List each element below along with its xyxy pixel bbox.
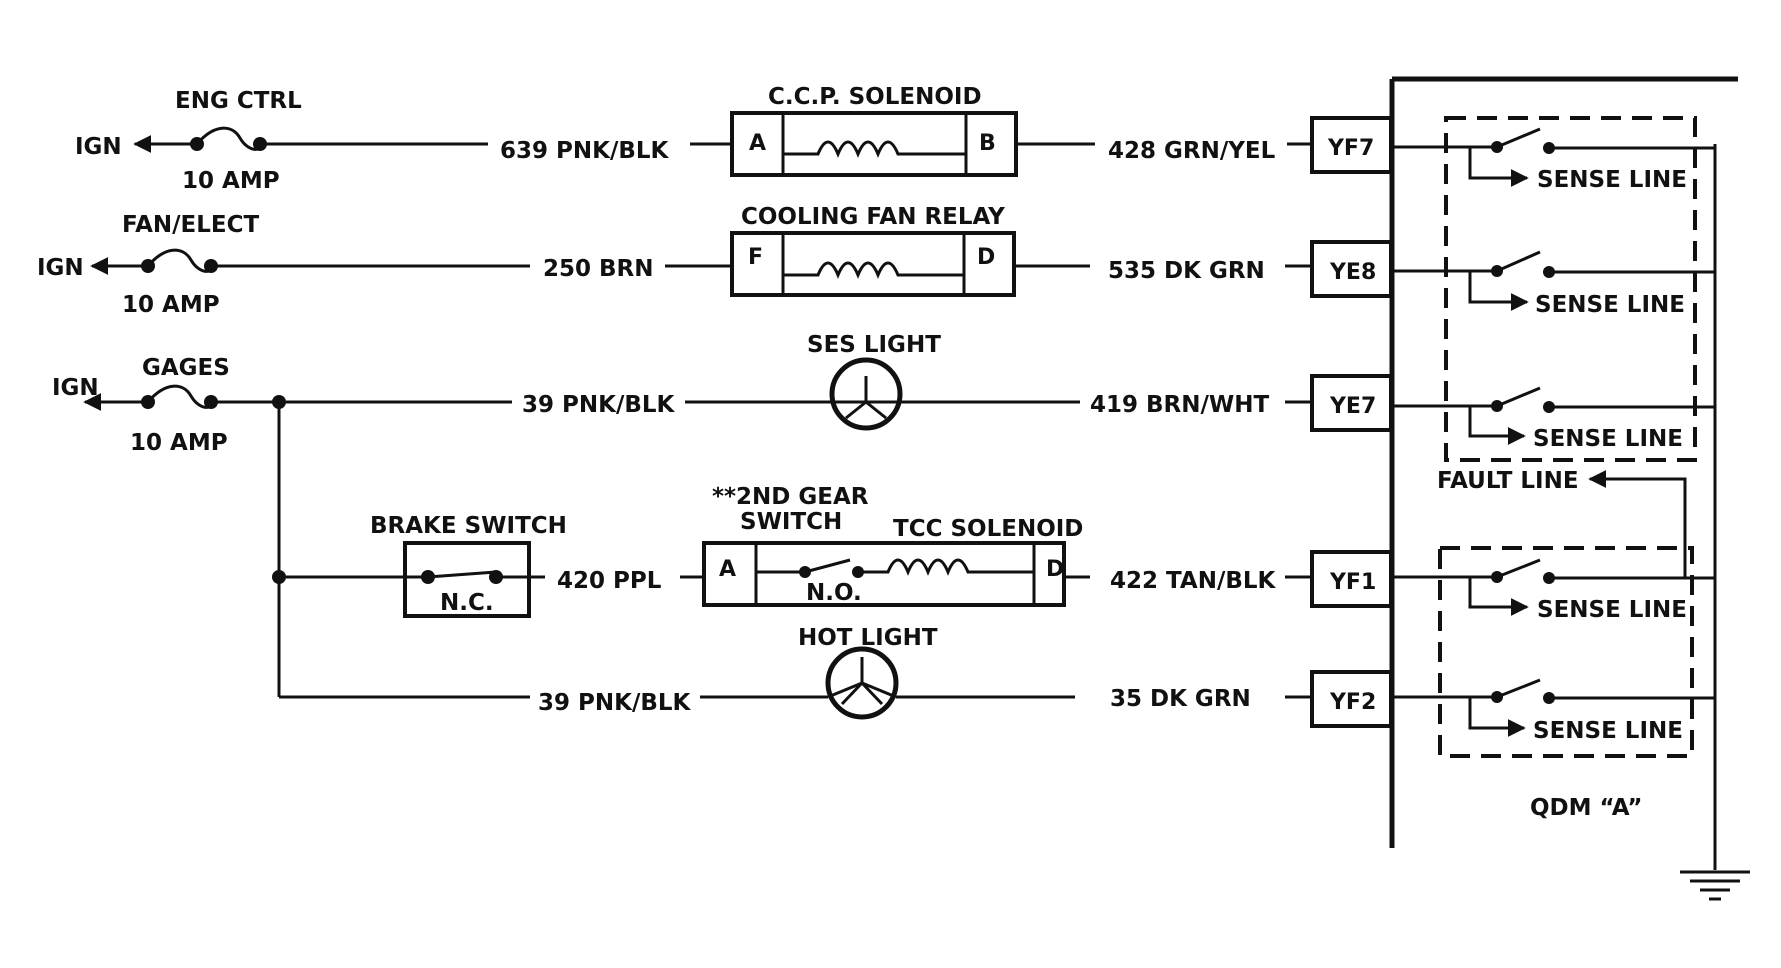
terminal-ye7: [1310, 374, 1393, 432]
wire-label: 419 BRN/WHT: [1090, 392, 1270, 418]
switch-icon: [1496, 678, 1541, 699]
pin-d: D: [977, 245, 995, 270]
fault-line-arrow: [1588, 470, 1687, 577]
sense-line-row: SENSE LINE: [1392, 558, 1715, 623]
sense-line-label: SENSE LINE: [1535, 292, 1685, 318]
wire-label: 420 PPL: [557, 568, 662, 594]
fuse-rating: 10 AMP: [182, 168, 280, 194]
switch-label: BRAKE SWITCH: [370, 513, 567, 539]
ign-source-label: IGN: [37, 255, 84, 281]
coil-icon: [858, 558, 1034, 576]
terminal-label: YF2: [1329, 690, 1376, 715]
terminal-label: YF1: [1329, 570, 1376, 595]
pin-f: F: [748, 245, 763, 270]
wire-label: 39 PNK/BLK: [538, 690, 692, 716]
component-label: HOT LIGHT: [798, 625, 938, 651]
sense-line-label: SENSE LINE: [1537, 597, 1687, 623]
filament-icon: [827, 657, 897, 706]
gear-switch-state: N.O.: [806, 580, 862, 606]
circuit-eng-ctrl: IGN ENG CTRL 10 AMP 639 PNK/BLK A B C.C.…: [75, 84, 1393, 194]
switch-state: N.C.: [440, 590, 494, 616]
circuit-brake: N.C. BRAKE SWITCH 420 PPL A D N.O. **2ND…: [272, 484, 1393, 618]
sense-line-row: SENSE LINE: [1392, 127, 1715, 193]
qdm-module-label: QDM “A”: [1530, 795, 1643, 821]
gear-switch-label-2: SWITCH: [740, 509, 842, 535]
component-label: TCC SOLENOID: [893, 516, 1083, 542]
terminal-yf1: [1310, 550, 1393, 608]
switch-icon: [1496, 558, 1541, 579]
terminal-label: YE8: [1329, 260, 1376, 285]
filament-icon: [832, 376, 900, 420]
switch-icon: [1496, 386, 1541, 408]
wire-label: 428 GRN/YEL: [1108, 138, 1276, 164]
sense-line-label: SENSE LINE: [1537, 167, 1687, 193]
component-label: COOLING FAN RELAY: [741, 204, 1005, 230]
pin-a: A: [749, 131, 766, 156]
switch-icon: [1496, 250, 1541, 273]
fuse-gages-icon: [146, 384, 213, 409]
fuse-name: ENG CTRL: [175, 88, 302, 114]
sense-line-label: SENSE LINE: [1533, 718, 1683, 744]
wire-label: 39 PNK/BLK: [522, 392, 676, 418]
fuse-rating: 10 AMP: [130, 430, 228, 456]
terminal-label: YF7: [1327, 136, 1374, 161]
sense-line-row: SENSE LINE: [1392, 678, 1715, 744]
nc-contact-icon: [427, 570, 497, 579]
fuse-fan-elect-icon: [146, 248, 213, 273]
wire-label: 35 DK GRN: [1110, 686, 1251, 712]
fault-line-label: FAULT LINE: [1437, 468, 1579, 494]
wire-label: 639 PNK/BLK: [500, 138, 670, 164]
component-label: SES LIGHT: [807, 332, 941, 358]
no-contact-icon: [804, 558, 851, 574]
ign-source-label: IGN: [75, 134, 122, 160]
pin-d: D: [1046, 557, 1064, 582]
circuit-gages: IGN GAGES 10 AMP 39 PNK/BLK SES LIGHT 41…: [52, 332, 1393, 456]
wire-label: 250 BRN: [543, 256, 654, 282]
terminal-label: YE7: [1329, 394, 1376, 419]
component-label: C.C.P. SOLENOID: [768, 84, 982, 110]
gear-switch-label-1: **2ND GEAR: [712, 484, 869, 510]
hot-light-bulb-icon: [825, 646, 899, 720]
wire-label: 422 TAN/BLK: [1110, 568, 1277, 594]
fuse-name: FAN/ELECT: [122, 212, 259, 238]
coil-icon: [783, 261, 964, 279]
circuit-hot: 39 PNK/BLK HOT LIGHT 35 DK GRN YF2: [279, 625, 1393, 728]
fuse-rating: 10 AMP: [122, 292, 220, 318]
fuse-name: GAGES: [142, 355, 230, 381]
tcc-solenoid-box: [702, 541, 1066, 607]
sense-line-row: SENSE LINE: [1392, 250, 1715, 318]
ses-light-bulb-icon: [829, 357, 903, 431]
circuit-fan-elect: IGN FAN/ELECT 10 AMP 250 BRN F D COOLING…: [37, 204, 1393, 318]
sense-group-upper: [1444, 116, 1697, 462]
sense-group-lower: [1438, 546, 1694, 758]
pin-a: A: [719, 557, 736, 582]
switch-icon: [1496, 127, 1541, 149]
fuse-eng-ctrl-icon: [195, 126, 262, 151]
wire-label: 535 DK GRN: [1108, 258, 1265, 284]
pin-b: B: [979, 131, 996, 156]
sense-line-row: SENSE LINE: [1392, 386, 1715, 452]
ign-source-label: IGN: [52, 375, 99, 401]
terminal-yf2: [1310, 670, 1393, 728]
qdm-module: SENSE LINE SENSE LINE SENSE LINE FAULT L…: [1389, 76, 1750, 901]
ground-icon: [1680, 870, 1750, 901]
sense-line-label: SENSE LINE: [1533, 426, 1683, 452]
coil-icon: [783, 140, 966, 158]
